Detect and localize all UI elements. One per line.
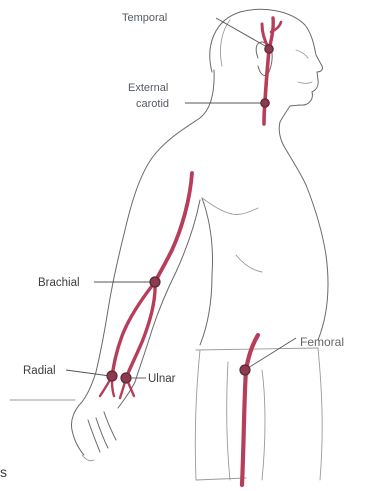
thigh-right [318, 348, 322, 480]
external-carotid-label-line1: External [128, 82, 168, 94]
femoral-artery [242, 335, 258, 485]
partial-edge-letter: s [0, 464, 7, 480]
thigh-left [195, 350, 200, 480]
external-carotid-label-line2: carotid [136, 98, 169, 110]
brachial-artery [155, 173, 192, 282]
upper-arm-inner [152, 200, 200, 330]
front-neck-outline [279, 122, 306, 185]
temporal-label: Temporal [122, 12, 167, 24]
brachial-label: Brachial [38, 277, 80, 289]
torso-back-outline [200, 198, 213, 345]
brachial-pulse-point [150, 277, 160, 287]
radial-label: Radial [23, 365, 56, 377]
ulnar-pulse-point [121, 373, 131, 383]
body-outline [10, 9, 328, 480]
pulse-points [107, 45, 273, 383]
carotid-pulse-point [261, 99, 269, 107]
femoral-label: Femoral [300, 335, 344, 349]
external-carotid-artery [264, 49, 269, 124]
temporal-pulse-point [265, 45, 273, 53]
forearm-outer [82, 372, 96, 402]
upper-arm-outer [96, 230, 125, 372]
radial-leader [66, 370, 110, 376]
leader-lines [66, 18, 296, 378]
torso-front-outline [306, 185, 328, 340]
back-neck-outline [125, 70, 214, 230]
radial-pulse-point [107, 371, 117, 381]
ulnar-label: Ulnar [148, 373, 176, 385]
femoral-pulse-point [240, 365, 250, 375]
